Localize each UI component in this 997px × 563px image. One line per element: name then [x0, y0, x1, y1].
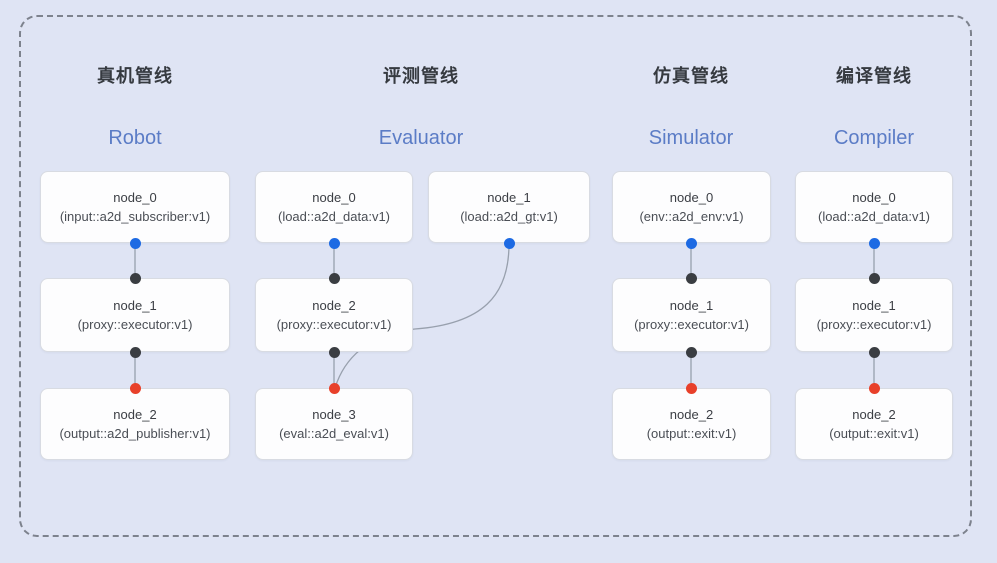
node-type: (proxy::executor:v1): [77, 316, 193, 332]
red-port-dot: [129, 382, 141, 394]
node-compiler-node0: node_0 (load::a2d_data:v1): [795, 171, 953, 243]
node-robot-node0: node_0 (input::a2d_subscriber:v1): [40, 171, 230, 243]
black-port-dot: [328, 346, 340, 358]
blue-port-dot: [685, 237, 697, 249]
node-type: (output::a2d_publisher:v1): [59, 425, 211, 441]
node-name: node_2: [113, 406, 157, 422]
red-port-dot: [868, 382, 880, 394]
node-evaluator-node2: node_2 (proxy::executor:v1): [255, 278, 413, 352]
node-type: (eval::a2d_eval:v1): [279, 425, 389, 441]
pipeline-title-zh: 编译管线: [836, 66, 912, 86]
node-simulator-node2: node_2 (output::exit:v1): [612, 388, 771, 460]
node-robot-node1: node_1 (proxy::executor:v1): [40, 278, 230, 352]
black-port-dot: [685, 272, 697, 284]
pipeline-title-zh: 仿真管线: [653, 66, 729, 86]
pipeline-title-en: Evaluator: [378, 127, 464, 149]
dashed-border-frame: [19, 15, 972, 537]
header-compiler: 编译管线 Compiler: [774, 65, 974, 151]
black-port-dot: [328, 272, 340, 284]
node-name: node_2: [852, 406, 896, 422]
blue-port-dot: [503, 237, 515, 249]
black-port-dot: [685, 346, 697, 358]
node-type: (proxy::executor:v1): [276, 316, 392, 332]
node-name: node_0: [113, 189, 157, 205]
node-type: (proxy::executor:v1): [816, 316, 932, 332]
node-robot-node2: node_2 (output::a2d_publisher:v1): [40, 388, 230, 460]
node-name: node_1: [487, 189, 531, 205]
node-name: node_0: [852, 189, 896, 205]
node-type: (proxy::executor:v1): [634, 316, 749, 332]
node-compiler-node2: node_2 (output::exit:v1): [795, 388, 953, 460]
header-simulator: 仿真管线 Simulator: [591, 65, 791, 151]
node-evaluator-node1: node_1 (load::a2d_gt:v1): [428, 171, 590, 243]
blue-port-dot: [868, 237, 880, 249]
blue-port-dot: [328, 237, 340, 249]
black-port-dot: [868, 272, 880, 284]
node-name: node_0: [312, 189, 356, 205]
node-evaluator-node3: node_3 (eval::a2d_eval:v1): [255, 388, 413, 460]
node-compiler-node1: node_1 (proxy::executor:v1): [795, 278, 953, 352]
node-type: (load::a2d_data:v1): [817, 208, 931, 224]
pipeline-title-en: Robot: [108, 127, 162, 149]
node-name: node_0: [669, 189, 714, 205]
header-robot: 真机管线 Robot: [35, 65, 235, 151]
blue-port-dot: [129, 237, 141, 249]
node-type: (load::a2d_gt:v1): [460, 208, 558, 224]
black-port-dot: [129, 346, 141, 358]
black-port-dot: [868, 346, 880, 358]
node-name: node_1: [852, 297, 896, 313]
node-type: (load::a2d_data:v1): [277, 208, 391, 224]
pipeline-title-en: Simulator: [648, 127, 734, 149]
edge-evaluator-node1-node3-curve: [335, 243, 510, 386]
pipeline-title-en: Compiler: [833, 127, 915, 149]
header-evaluator: 评测管线 Evaluator: [321, 65, 521, 151]
red-port-dot: [685, 382, 697, 394]
pipeline-title-zh: 真机管线: [97, 66, 173, 86]
node-name: node_1: [669, 297, 714, 313]
node-evaluator-node0: node_0 (load::a2d_data:v1): [255, 171, 413, 243]
red-port-dot: [328, 382, 340, 394]
node-simulator-node0: node_0 (env::a2d_env:v1): [612, 171, 771, 243]
node-type: (env::a2d_env:v1): [639, 208, 744, 224]
node-name: node_1: [113, 297, 157, 313]
node-type: (output::exit:v1): [829, 425, 919, 441]
node-name: node_2: [669, 406, 714, 422]
black-port-dot: [129, 272, 141, 284]
node-name: node_3: [312, 406, 356, 422]
node-type: (input::a2d_subscriber:v1): [59, 208, 211, 224]
node-name: node_2: [312, 297, 356, 313]
node-simulator-node1: node_1 (proxy::executor:v1): [612, 278, 771, 352]
node-type: (output::exit:v1): [646, 425, 737, 441]
pipeline-title-zh: 评测管线: [383, 66, 459, 86]
